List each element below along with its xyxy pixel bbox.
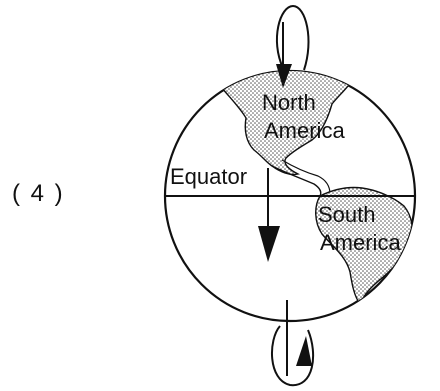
north-america-label-line1: North xyxy=(262,90,316,115)
down-arrow-icon xyxy=(276,64,292,88)
north-america-label-line2: America xyxy=(264,118,345,143)
rotation-loop-top xyxy=(275,4,310,71)
down-arrow-icon xyxy=(258,226,280,262)
south-america-label-line2: America xyxy=(320,230,401,255)
up-arrow-icon xyxy=(296,336,312,366)
south-america-label-line1: South xyxy=(318,202,376,227)
central-america-isthmus xyxy=(271,165,322,197)
south-america-landmass xyxy=(315,186,413,306)
equator-label: Equator xyxy=(170,164,247,189)
rotation-loop-bottom xyxy=(271,325,315,387)
central-america-isthmus-edge xyxy=(281,159,331,195)
choice-label: ( 4 ) xyxy=(12,180,65,207)
